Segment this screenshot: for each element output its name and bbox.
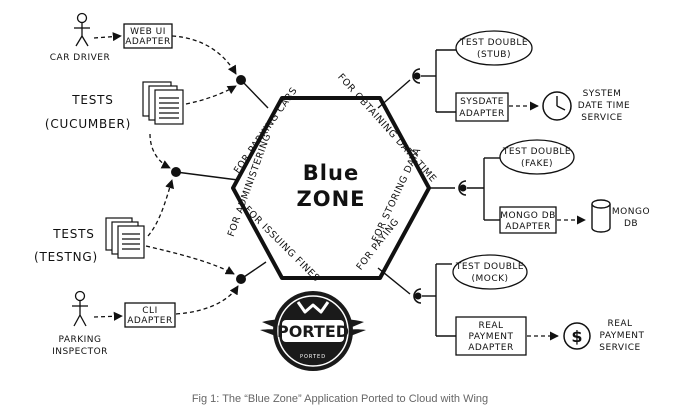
real-payment-adapter-line1: REAL [478, 321, 503, 331]
clock-icon [542, 91, 572, 121]
test-double-stub-line2: (STUB) [477, 50, 511, 60]
document-stack-icon-cucumber [142, 81, 184, 125]
real-payment-adapter-line2: PAYMENT [469, 332, 514, 342]
port-dot-top [236, 75, 246, 85]
zone-title-line1: Blue [303, 161, 359, 185]
cli-adapter-line1: CLI [142, 306, 157, 316]
document-stack-icon-testng [105, 217, 145, 259]
port-dot-middle [171, 167, 181, 177]
cli-adapter-line2: ADAPTER [127, 316, 172, 326]
tests-cucumber-line1: TESTS [71, 93, 113, 107]
test-double-stub-line1: TEST DOUBLE [459, 38, 528, 48]
sysdate-adapter-line2: ADAPTER [459, 109, 504, 119]
test-double-fake-line1: TEST DOUBLE [502, 147, 571, 157]
database-icon [591, 199, 611, 233]
ported-logo-text: PORTED [277, 322, 349, 341]
test-double-mock-line2: (MOCK) [471, 274, 508, 284]
blue-zone-hexagon [231, 96, 431, 280]
parking-inspector-icon [72, 290, 88, 327]
mongo-db-adapter-line1: MONGO DB [500, 211, 556, 221]
tests-cucumber-line2: (CUCUMBER) [45, 117, 131, 131]
web-ui-adapter-line2: ADAPTER [125, 37, 170, 47]
real-payment-adapter-box [455, 316, 527, 356]
web-ui-adapter-line1: WEB UI [130, 27, 166, 37]
dollar-sign: $ [571, 327, 582, 346]
socket-connector-middle [428, 180, 484, 196]
car-driver-icon [74, 12, 90, 47]
parking-inspector-line2: INSPECTOR [52, 347, 108, 357]
sysdate-adapter-line1: SYSDATE [460, 97, 504, 107]
real-payment-service-line2: PAYMENT [600, 331, 645, 341]
ported-logo-subtext: PORTED [300, 354, 326, 360]
mongo-db-adapter-line2: ADAPTER [505, 222, 550, 232]
mongo-db-line2: DB [624, 219, 638, 229]
system-datetime-line2: DATE TIME [578, 101, 630, 111]
socket-connector-bottom [377, 267, 436, 304]
test-double-stub-bubble [455, 30, 533, 66]
ported-logo: PORTED PORTED [260, 291, 366, 371]
tests-testng-line2: (TESTNG) [34, 250, 98, 264]
zone-title-line2: ZONE [297, 187, 366, 211]
test-double-mock-line1: TEST DOUBLE [455, 262, 524, 272]
mongo-db-adapter-box [499, 206, 557, 234]
test-double-fake-line2: (FAKE) [521, 159, 553, 169]
sysdate-adapter-box [455, 92, 509, 122]
car-driver-label: CAR DRIVER [50, 53, 111, 63]
test-double-fake-bubble [499, 139, 575, 175]
dollar-icon: $ [563, 322, 591, 350]
system-datetime-line1: SYSTEM [583, 89, 622, 99]
tests-testng-line1: TESTS [52, 227, 94, 241]
test-double-mock-bubble [452, 254, 528, 290]
web-ui-adapter-box [123, 23, 173, 49]
parking-inspector-line1: PARKING [58, 335, 101, 345]
real-payment-adapter-line3: ADAPTER [468, 343, 513, 353]
real-payment-service-line1: REAL [607, 319, 632, 329]
system-datetime-line3: SERVICE [581, 113, 622, 123]
port-dot-bottom [236, 274, 246, 284]
cli-adapter-box [124, 302, 176, 328]
socket-connector-top [377, 68, 436, 109]
mongo-db-line1: MONGO [612, 207, 650, 217]
real-payment-service-line3: SERVICE [599, 343, 640, 353]
figure-caption: Fig 1: The “Blue Zone” Application Porte… [191, 393, 489, 405]
